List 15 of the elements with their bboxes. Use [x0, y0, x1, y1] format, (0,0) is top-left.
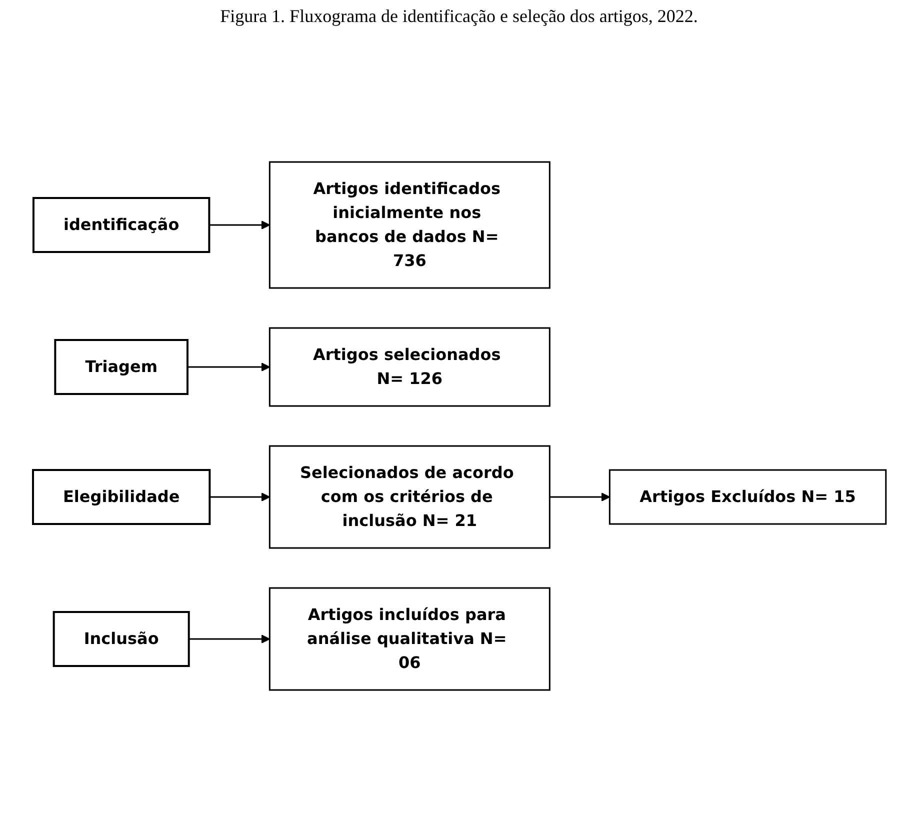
- arrow: [208, 220, 270, 230]
- arrow: [188, 634, 270, 644]
- arrow: [549, 492, 610, 502]
- node-box: Inclusão: [52, 611, 190, 667]
- node-box: identificação: [32, 197, 210, 253]
- node-box: Selecionados de acordo com os critérios de inclusão N= 21: [268, 445, 550, 549]
- arrow: [187, 362, 270, 372]
- node-box: Artigos Excluídos N= 15: [608, 469, 886, 525]
- node-box: Artigos incluídos para análise qualitativa N= 06: [268, 587, 550, 691]
- node-box: Artigos selecionados N= 126: [268, 327, 550, 407]
- node-box: Artigos identificados inicialmente nos bancos de dados N= 736: [268, 161, 550, 289]
- node-box: Elegibilidade: [32, 469, 210, 525]
- figure-title: Figura 1. Fluxograma de identificação e seleção dos artigos, 2022.: [219, 5, 699, 28]
- node-box: Triagem: [54, 339, 188, 395]
- arrow: [209, 492, 270, 502]
